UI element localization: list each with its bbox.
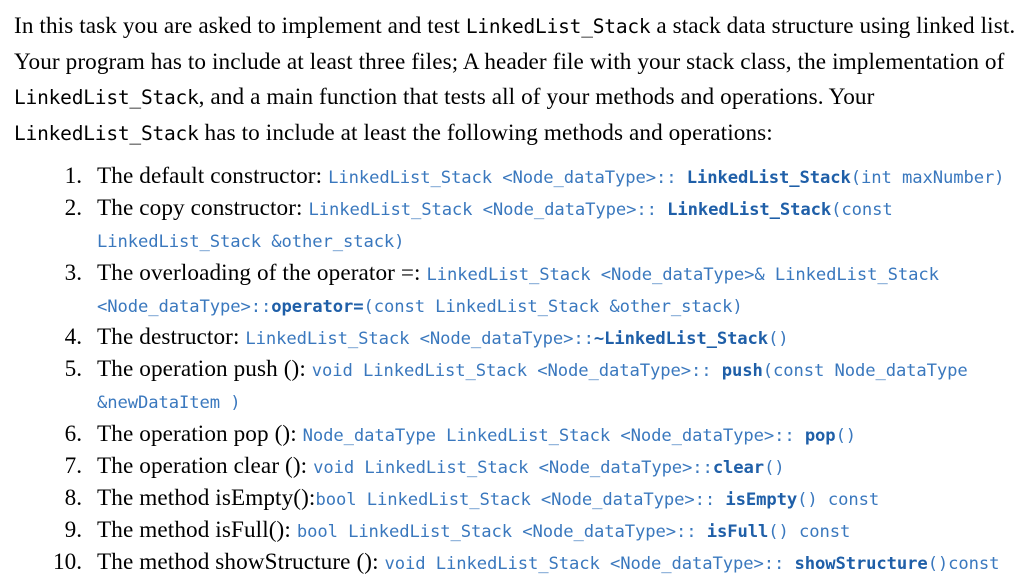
list-item-number: 1. — [64, 163, 82, 189]
list-item-code-regular: void LinkedList_Stack <Node_dataType>:: — [313, 457, 713, 478]
intro-text-part-3: , and a main function that tests all of … — [198, 84, 875, 110]
list-item-label: The method isFull(): — [97, 517, 297, 544]
list-item-number: 4. — [64, 324, 82, 351]
list-item-code-regular-2: () const — [768, 522, 851, 543]
list-item-code-bold: showStructure — [794, 554, 928, 575]
list-item: 5. The operation push (): void LinkedList… — [0, 354, 1024, 418]
list-item: 2. The copy constructor: LinkedList_Stack… — [0, 193, 1024, 257]
list-item-number: 3. — [64, 259, 82, 286]
intro-text-part-4: has to include at least the following me… — [198, 119, 773, 146]
list-item-label: The method showStructure (): — [97, 549, 385, 576]
list-item-number: 10. — [53, 549, 82, 576]
list-item-code-bold: operator= — [271, 296, 364, 317]
list-item-label: The method isEmpty(): — [97, 485, 316, 512]
list-item-number: 9. — [64, 517, 82, 544]
list-item-label: The default constructor: — [97, 163, 329, 189]
list-item-code-regular-2: (int maxNumber) — [850, 168, 1005, 188]
list-item-code-bold: isFull — [706, 522, 769, 543]
list-item: 8. The method isEmpty():bool LinkedList_S… — [0, 483, 1024, 515]
intro-code-3: LinkedList_Stack — [14, 121, 199, 145]
list-item: 6. The operation pop (): Node_dataType Li… — [0, 419, 1024, 451]
list-item-code-regular: bool LinkedList_Stack <Node_dataType>:: — [315, 490, 726, 511]
list-item-code-bold: push — [721, 361, 763, 382]
list-item: 10. The method showStructure (): void Lin… — [0, 547, 1024, 579]
list-item-code-bold: LinkedList_Stack — [667, 200, 832, 221]
list-item-label: The overloading of the operator =: — [97, 259, 427, 286]
list-item-number: 7. — [64, 452, 82, 479]
list-item-code-regular-2: () — [768, 329, 789, 350]
intro-code-2: LinkedList_Stack — [14, 86, 199, 109]
list-item-code-regular-2: ()const — [927, 554, 1000, 575]
list-item-code-regular: LinkedList_Stack <Node_dataType>:: — [245, 329, 594, 350]
list-item-code-bold: isEmpty — [725, 490, 798, 511]
list-item-code-regular: void LinkedList_Stack <Node_dataType>:: — [384, 554, 795, 575]
list-item-code-regular-2: (const Node_dataType &newDataItem ) — [97, 361, 978, 414]
list-item-label: The destructor: — [97, 324, 246, 351]
list-item-code-regular: LinkedList_Stack <Node_dataType>:: — [308, 200, 668, 221]
list-item-code-regular: LinkedList_Stack <Node_dataType>& Linked… — [97, 264, 950, 317]
list-item-code-regular-2: (const LinkedList_Stack &other_stack) — [363, 296, 743, 317]
list-item-code-bold: clear — [712, 457, 765, 478]
methods-list: 1. The default constructor: LinkedList_St… — [0, 161, 1024, 580]
list-item-label: The operation pop (): — [97, 420, 303, 447]
list-item-label: The copy constructor: — [97, 195, 309, 222]
list-item-number: 5. — [64, 356, 82, 383]
list-item: 1. The default constructor: LinkedList_St… — [0, 161, 1024, 193]
list-item-code-regular: bool LinkedList_Stack <Node_dataType>:: — [296, 522, 707, 543]
list-item-code-regular: void LinkedList_Stack <Node_dataType>:: — [311, 361, 722, 382]
list-item-number: 8. — [64, 485, 82, 512]
intro-text-part-1: In this task you are asked to implement … — [14, 13, 466, 39]
list-item: 9. The method isFull(): bool LinkedList_S… — [0, 515, 1024, 547]
list-item-label: The operation push (): — [97, 356, 312, 383]
list-item-code-bold: LinkedList_Stack — [686, 168, 851, 188]
list-item-code-regular-2: () — [835, 425, 857, 446]
list-item-code-regular: LinkedList_Stack <Node_dataType>:: — [328, 168, 687, 188]
intro-paragraph: In this task you are asked to implement … — [0, 0, 1024, 151]
list-item-number: 2. — [64, 195, 82, 222]
list-item-code-regular-2: () const — [797, 490, 880, 511]
list-item: 7. The operation clear (): void LinkedLis… — [0, 451, 1024, 483]
intro-text-part-2: a stack data structure using linked list… — [14, 13, 1016, 75]
list-item: 3. The overloading of the operator =: Lin… — [0, 258, 1024, 322]
list-item-label: The operation clear (): — [97, 452, 314, 479]
list-item-code-bold: pop — [804, 425, 836, 446]
list-item-code-regular-2: () — [764, 457, 785, 478]
list-item-number: 6. — [64, 420, 82, 447]
list-item-code-regular-2: (const LinkedList_Stack &other_stack) — [97, 200, 903, 253]
list-item: 4. The destructor: LinkedList_Stack <Node… — [0, 322, 1024, 354]
list-item-code-regular: Node_dataType LinkedList_Stack <Node_dat… — [302, 425, 805, 446]
intro-code-1: LinkedList_Stack — [465, 15, 651, 38]
list-item-code-bold: ~LinkedList_Stack — [593, 329, 769, 350]
